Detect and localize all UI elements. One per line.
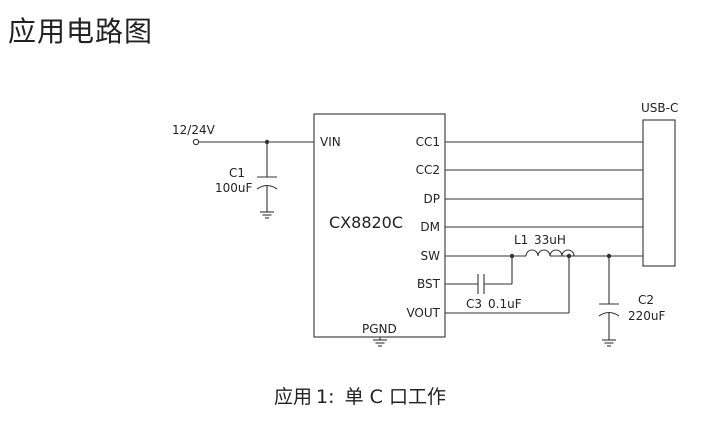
junction-dot bbox=[264, 139, 270, 145]
pin-cc1-label: CC1 bbox=[416, 135, 440, 149]
c1-ref-label: C1 bbox=[229, 166, 245, 180]
caption-text: 单 C 口工作 bbox=[344, 386, 446, 408]
caption-number: 1: bbox=[316, 386, 335, 408]
pin-vout-label: VOUT bbox=[406, 306, 440, 320]
pin-pgnd-label: PGND bbox=[362, 322, 397, 336]
junction-dot bbox=[606, 253, 612, 259]
pin-sw-label: SW bbox=[421, 249, 441, 263]
chip-name: CX8820C bbox=[329, 213, 403, 232]
junction-dot bbox=[509, 253, 515, 259]
c3-capacitor bbox=[477, 274, 485, 294]
c3-ref-label: C3 bbox=[466, 297, 482, 311]
l1-inductor bbox=[525, 249, 575, 257]
pgnd-ground-icon bbox=[373, 339, 387, 347]
junction-dot bbox=[566, 253, 572, 259]
caption-prefix: 应用 bbox=[274, 386, 313, 408]
c1-value-label: 100uF bbox=[215, 181, 253, 195]
pin-dm-label: DM bbox=[420, 220, 440, 234]
usb-c-label: USB-C bbox=[641, 101, 678, 115]
pin-cc2-label: CC2 bbox=[416, 163, 440, 177]
c2-ground-icon bbox=[602, 339, 616, 347]
usb-c-connector bbox=[642, 119, 676, 267]
pin-dp-label: DP bbox=[424, 192, 440, 206]
pin-bst-label: BST bbox=[417, 277, 441, 291]
c2-ref-label: C2 bbox=[638, 293, 654, 307]
page-title: 应用电路图 bbox=[8, 15, 154, 48]
input-terminal bbox=[192, 138, 200, 146]
c3-value-label: 0.1uF bbox=[488, 297, 522, 311]
input-voltage-label: 12/24V bbox=[172, 123, 216, 137]
c1-capacitor bbox=[256, 142, 278, 212]
pin-vin-label: VIN bbox=[320, 135, 341, 149]
c1-ground-icon bbox=[260, 211, 274, 219]
c2-capacitor bbox=[598, 256, 620, 340]
l1-ref-label: L1 bbox=[514, 233, 528, 247]
c2-value-label: 220uF bbox=[628, 309, 666, 323]
l1-value-label: 33uH bbox=[534, 233, 566, 247]
